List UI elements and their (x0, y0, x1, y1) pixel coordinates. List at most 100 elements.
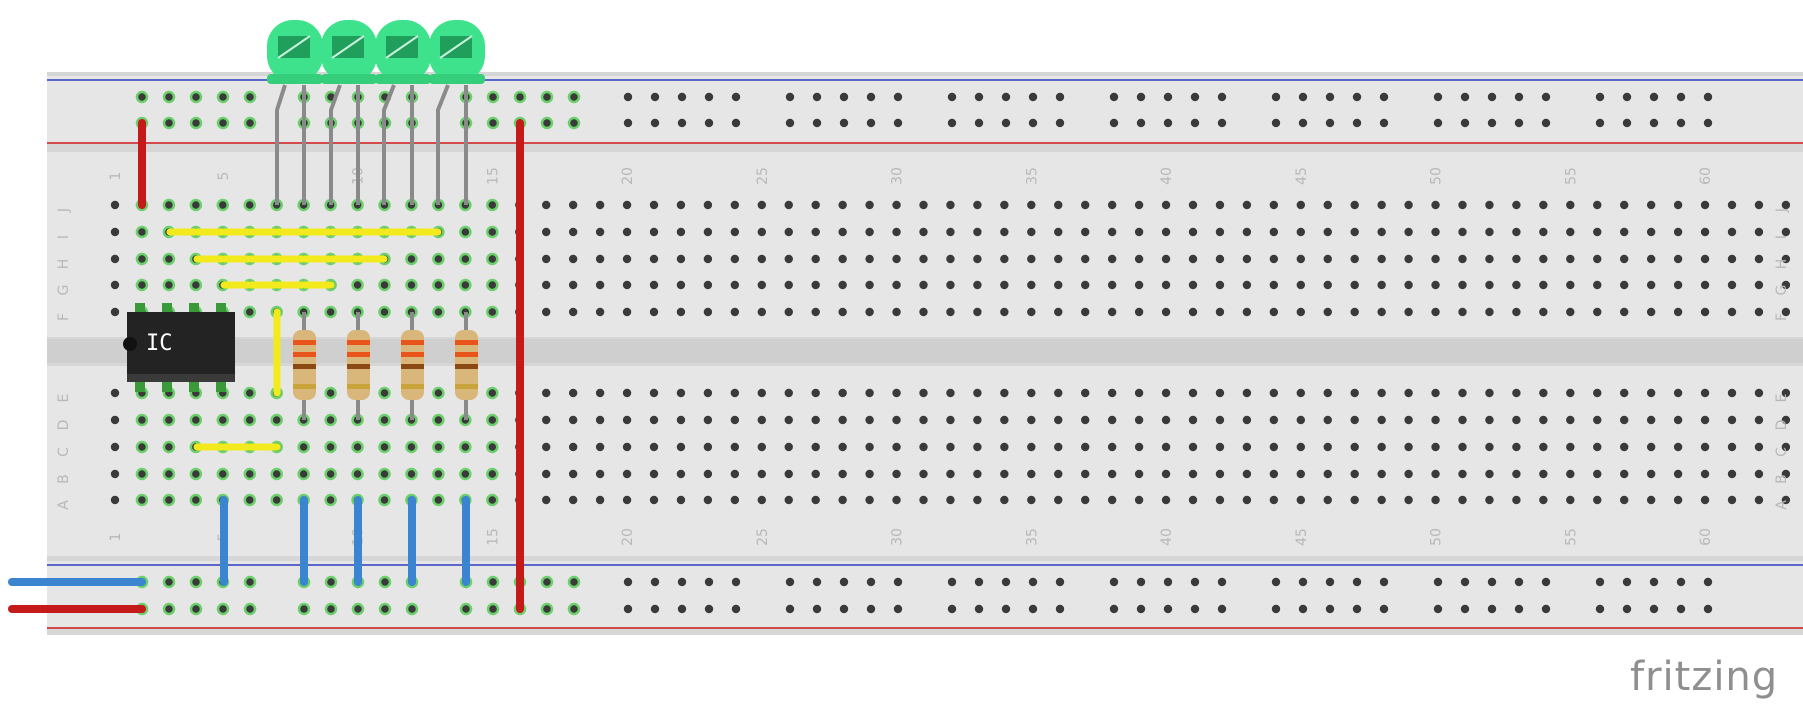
breadboard-hole[interactable] (865, 442, 874, 452)
breadboard-hole[interactable] (1566, 280, 1575, 290)
breadboard-hole[interactable] (1109, 577, 1119, 587)
breadboard-hole[interactable] (1107, 200, 1117, 210)
breadboard-hole[interactable] (973, 442, 982, 452)
breadboard-hole[interactable] (622, 280, 632, 290)
breadboard-hole[interactable] (1404, 469, 1413, 479)
breadboard-hole[interactable] (1458, 227, 1467, 237)
breadboard-hole[interactable] (1000, 307, 1009, 317)
breadboard-hole[interactable] (811, 469, 820, 479)
breadboard-hole[interactable] (1000, 442, 1009, 452)
breadboard-hole[interactable] (110, 200, 120, 210)
breadboard-hole[interactable] (1027, 280, 1036, 290)
breadboard-hole[interactable] (893, 604, 903, 614)
breadboard-hole[interactable] (1161, 200, 1171, 210)
breadboard-hole[interactable] (405, 602, 419, 616)
breadboard-hole[interactable] (1215, 200, 1225, 210)
breadboard-hole[interactable] (1054, 388, 1063, 398)
breadboard-hole[interactable] (1512, 388, 1521, 398)
breadboard-hole[interactable] (838, 254, 847, 264)
breadboard-hole[interactable] (784, 469, 793, 479)
breadboard-hole[interactable] (189, 116, 203, 130)
breadboard-hole[interactable] (919, 495, 928, 505)
breadboard-hole[interactable] (919, 227, 928, 237)
breadboard-hole[interactable] (378, 575, 392, 589)
breadboard-hole[interactable] (1541, 118, 1551, 128)
breadboard-hole[interactable] (703, 388, 713, 398)
breadboard-hole[interactable] (1107, 442, 1117, 452)
breadboard-hole[interactable] (1649, 92, 1659, 102)
breadboard-hole[interactable] (1404, 307, 1413, 317)
breadboard-hole[interactable] (405, 467, 418, 481)
breadboard-hole[interactable] (973, 307, 982, 317)
breadboard-hole[interactable] (1271, 604, 1281, 614)
breadboard-hole[interactable] (1485, 307, 1494, 317)
breadboard-hole[interactable] (1081, 469, 1090, 479)
breadboard-hole[interactable] (784, 442, 793, 452)
breadboard-hole[interactable] (1620, 307, 1629, 317)
breadboard-hole[interactable] (595, 469, 605, 479)
breadboard-hole[interactable] (189, 467, 203, 481)
breadboard-hole[interactable] (1539, 280, 1548, 290)
breadboard-hole[interactable] (1512, 227, 1521, 237)
breadboard-hole[interactable] (1377, 280, 1386, 290)
breadboard-hole[interactable] (1673, 254, 1683, 264)
breadboard-hole[interactable] (919, 200, 928, 210)
breadboard-hole[interactable] (1352, 604, 1362, 614)
breadboard-hole[interactable] (1754, 307, 1764, 317)
breadboard-hole[interactable] (919, 280, 928, 290)
breadboard-hole[interactable] (1109, 604, 1119, 614)
breadboard-hole[interactable] (1109, 92, 1119, 102)
breadboard-hole[interactable] (1727, 469, 1737, 479)
breadboard-hole[interactable] (459, 440, 472, 454)
breadboard-hole[interactable] (649, 415, 659, 425)
breadboard-hole[interactable] (1485, 254, 1494, 264)
breadboard-hole[interactable] (1512, 280, 1521, 290)
breadboard-hole[interactable] (189, 278, 203, 292)
breadboard-hole[interactable] (540, 116, 554, 130)
breadboard-hole[interactable] (1323, 469, 1332, 479)
breadboard-hole[interactable] (135, 225, 149, 239)
breadboard-hole[interactable] (839, 92, 849, 102)
breadboard-hole[interactable] (1323, 388, 1332, 398)
breadboard-hole[interactable] (568, 254, 578, 264)
breadboard-hole[interactable] (946, 388, 955, 398)
breadboard-hole[interactable] (1161, 495, 1171, 505)
breadboard-hole[interactable] (1539, 415, 1548, 425)
breadboard-hole[interactable] (378, 440, 391, 454)
breadboard-hole[interactable] (731, 604, 741, 614)
breadboard-hole[interactable] (1485, 388, 1494, 398)
breadboard-hole[interactable] (865, 280, 874, 290)
breadboard-hole[interactable] (1458, 280, 1467, 290)
breadboard-hole[interactable] (1646, 307, 1656, 317)
breadboard-hole[interactable] (1163, 577, 1173, 587)
breadboard-hole[interactable] (1323, 415, 1332, 425)
breadboard-hole[interactable] (1161, 227, 1171, 237)
breadboard-hole[interactable] (1350, 442, 1359, 452)
breadboard-hole[interactable] (162, 440, 176, 454)
breadboard-hole[interactable] (1566, 227, 1575, 237)
breadboard-hole[interactable] (1271, 92, 1281, 102)
breadboard-hole[interactable] (1458, 254, 1467, 264)
breadboard-hole[interactable] (270, 467, 283, 481)
breadboard-hole[interactable] (1028, 118, 1038, 128)
breadboard-hole[interactable] (1296, 495, 1306, 505)
breadboard-hole[interactable] (1431, 200, 1440, 210)
breadboard-hole[interactable] (1487, 577, 1497, 587)
breadboard-hole[interactable] (946, 227, 955, 237)
breadboard-hole[interactable] (1107, 227, 1117, 237)
breadboard-hole[interactable] (1512, 442, 1521, 452)
breadboard-hole[interactable] (1350, 227, 1359, 237)
breadboard-hole[interactable] (1703, 577, 1713, 587)
breadboard-hole[interactable] (1081, 307, 1090, 317)
breadboard-hole[interactable] (432, 440, 445, 454)
breadboard-hole[interactable] (676, 388, 686, 398)
breadboard-hole[interactable] (1404, 388, 1413, 398)
breadboard-hole[interactable] (973, 254, 982, 264)
breadboard-hole[interactable] (1485, 227, 1494, 237)
breadboard-hole[interactable] (677, 92, 687, 102)
breadboard-hole[interactable] (432, 305, 445, 319)
breadboard-hole[interactable] (1054, 200, 1063, 210)
breadboard-hole[interactable] (135, 413, 149, 427)
breadboard-hole[interactable] (1242, 388, 1252, 398)
breadboard-hole[interactable] (1514, 92, 1524, 102)
